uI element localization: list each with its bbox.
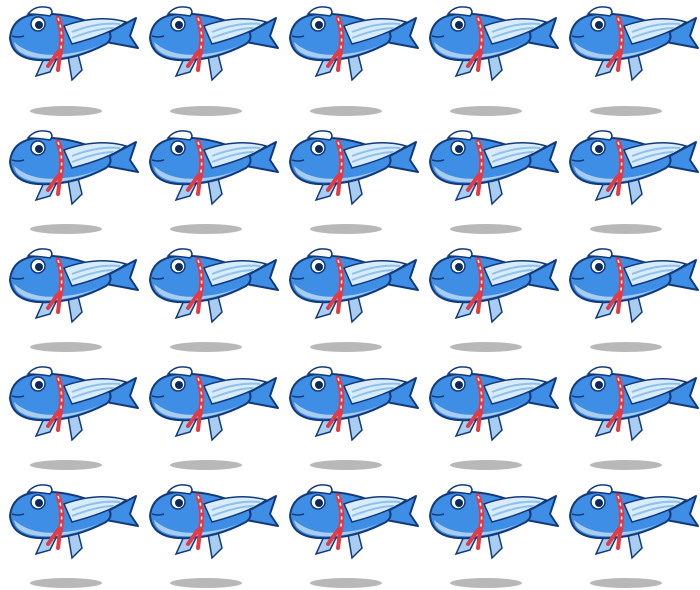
flying-fish-sprite — [280, 118, 420, 208]
flying-fish-sprite — [0, 0, 140, 90]
ground-shadow — [30, 106, 102, 116]
flying-fish-sprite — [280, 354, 420, 444]
flying-fish-sprite — [140, 236, 280, 326]
ground-shadow — [310, 224, 382, 234]
sprite-frame — [140, 354, 280, 472]
ground-shadow — [30, 578, 102, 588]
flying-fish-sprite — [560, 236, 700, 326]
flying-fish-sprite — [560, 118, 700, 208]
ground-shadow — [590, 342, 662, 352]
flying-fish-sprite — [280, 472, 420, 562]
flying-fish-sprite — [420, 118, 560, 208]
flying-fish-sprite — [420, 236, 560, 326]
sprite-frame — [420, 118, 560, 236]
sprite-frame — [420, 472, 560, 590]
flying-fish-sprite — [560, 354, 700, 444]
flying-fish-sprite — [560, 472, 700, 562]
flying-fish-sprite — [0, 118, 140, 208]
sprite-frame — [280, 354, 420, 472]
sprite-frame — [0, 0, 140, 118]
flying-fish-sprite — [420, 0, 560, 90]
sprite-frame — [420, 236, 560, 354]
ground-shadow — [590, 224, 662, 234]
sprite-frame — [560, 0, 700, 118]
sprite-frame — [140, 472, 280, 590]
ground-shadow — [590, 578, 662, 588]
sprite-frame — [280, 472, 420, 590]
ground-shadow — [170, 460, 242, 470]
sprite-frame — [140, 236, 280, 354]
flying-fish-sprite — [0, 236, 140, 326]
sprite-frame — [0, 236, 140, 354]
sprite-frame — [140, 118, 280, 236]
sprite-frame — [560, 354, 700, 472]
ground-shadow — [450, 106, 522, 116]
sprite-frame — [0, 472, 140, 590]
flying-fish-sprite — [420, 354, 560, 444]
ground-shadow — [450, 342, 522, 352]
sprite-frame — [140, 0, 280, 118]
ground-shadow — [310, 342, 382, 352]
ground-shadow — [310, 460, 382, 470]
sprite-frame — [560, 236, 700, 354]
ground-shadow — [170, 578, 242, 588]
flying-fish-sprite — [420, 472, 560, 562]
sprite-frame — [0, 354, 140, 472]
flying-fish-sprite — [140, 0, 280, 90]
ground-shadow — [310, 578, 382, 588]
sprite-frame — [280, 118, 420, 236]
ground-shadow — [450, 224, 522, 234]
sprite-frame — [560, 472, 700, 590]
flying-fish-sprite — [0, 472, 140, 562]
ground-shadow — [30, 342, 102, 352]
flying-fish-sprite — [140, 472, 280, 562]
flying-fish-sprite — [280, 0, 420, 90]
sprite-frame — [560, 118, 700, 236]
ground-shadow — [590, 460, 662, 470]
flying-fish-sprite — [0, 354, 140, 444]
sprite-frame — [420, 0, 560, 118]
flying-fish-sprite — [280, 236, 420, 326]
ground-shadow — [170, 342, 242, 352]
flying-fish-sprite — [140, 118, 280, 208]
sprite-frame — [280, 0, 420, 118]
ground-shadow — [170, 224, 242, 234]
flying-fish-sprite — [140, 354, 280, 444]
flying-fish-sprite — [560, 0, 700, 90]
sprite-frame — [420, 354, 560, 472]
ground-shadow — [450, 460, 522, 470]
ground-shadow — [590, 106, 662, 116]
ground-shadow — [30, 460, 102, 470]
ground-shadow — [310, 106, 382, 116]
ground-shadow — [30, 224, 102, 234]
sprite-frame — [0, 118, 140, 236]
ground-shadow — [170, 106, 242, 116]
ground-shadow — [450, 578, 522, 588]
sprite-frame — [280, 236, 420, 354]
